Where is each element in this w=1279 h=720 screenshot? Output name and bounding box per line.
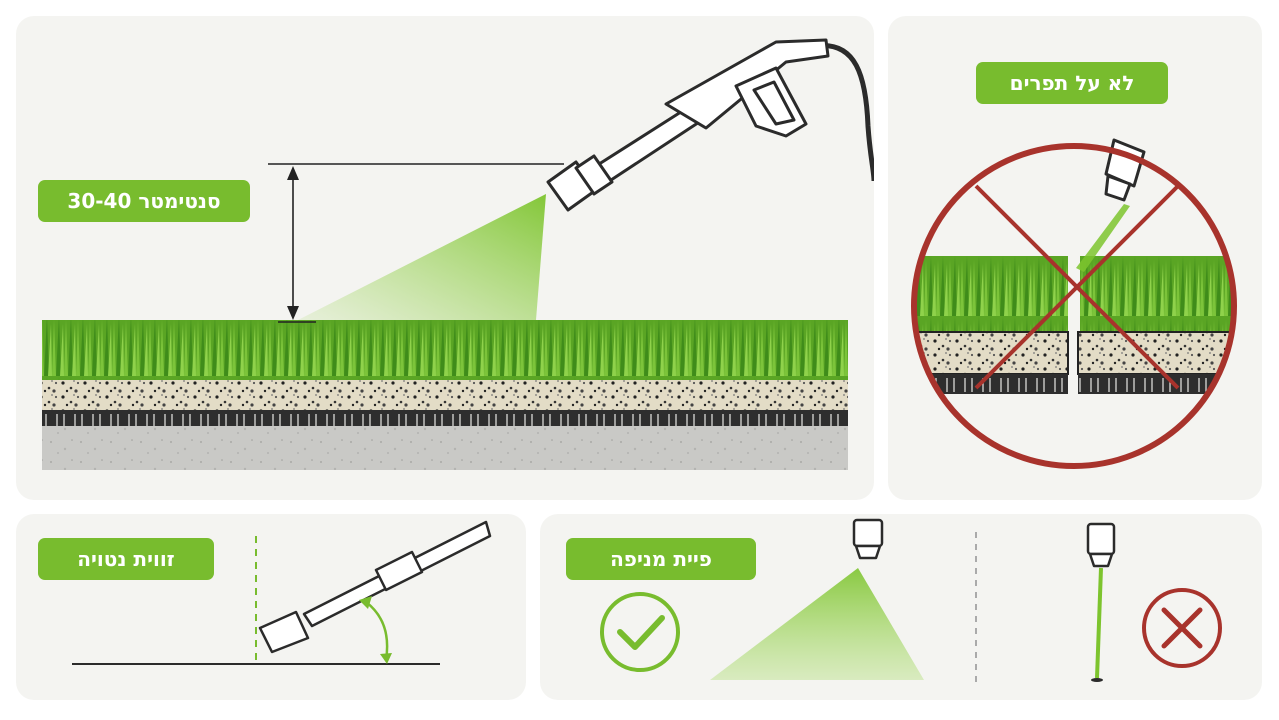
tilt-angle-label: זווית נטויה [38, 538, 214, 580]
panel-fan-nozzle: פיית מניפה [540, 514, 1262, 700]
tilt-angle-illustration [72, 520, 492, 665]
angle-arc [365, 601, 389, 661]
spray-cone [298, 194, 546, 320]
fan-nozzle-label: פיית מניפה [566, 538, 756, 580]
check-circle-icon [600, 592, 680, 672]
grass-layer [42, 320, 848, 380]
spray-distance-illustration [42, 38, 874, 470]
jet-spray-stream [1095, 567, 1103, 679]
panel-spray-distance: סנטימטר 30-40 [16, 16, 874, 500]
infill-layer [42, 378, 848, 410]
no-seams-illustration [911, 138, 1237, 469]
fan-nozzle [852, 518, 884, 560]
distance-label: סנטימטר 30-40 [38, 180, 250, 222]
panel-tilt-angle: זווית נטויה [16, 514, 526, 700]
concrete-base-layer [42, 424, 848, 470]
fan-spray-pattern [710, 568, 924, 680]
jet-nozzle [1086, 522, 1116, 568]
angled-wand [258, 520, 492, 654]
no-seams-label: לא על תפרים [976, 62, 1168, 104]
panel-no-seams: לא על תפרים [888, 16, 1262, 500]
fan-nozzle-illustration [600, 518, 1222, 682]
prohibited-sign-icon [911, 143, 1237, 469]
x-circle-icon [1142, 588, 1222, 668]
drainage-layer [42, 408, 848, 426]
pressure-washer-gun [546, 38, 874, 212]
